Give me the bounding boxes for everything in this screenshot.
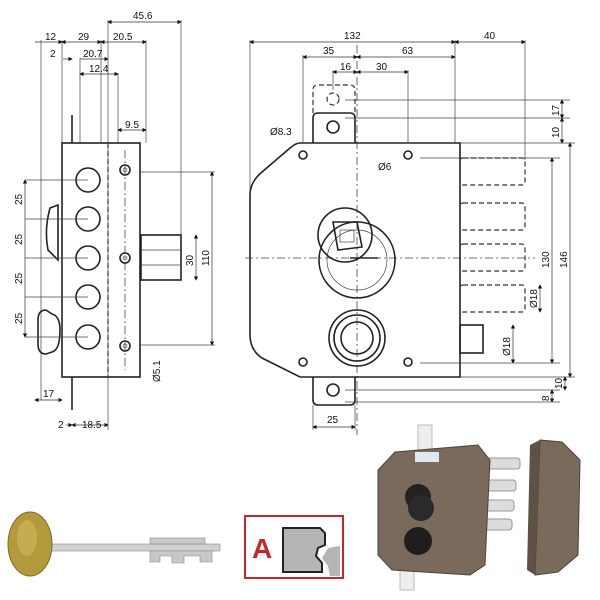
dim-label: 45.6 [133,11,153,22]
dim-label: 63 [402,46,414,57]
bottom-fixing-tab [312,377,356,406]
key-illustration [7,511,221,577]
dim-label: 12 [45,32,57,43]
cylinder-rose-side [45,203,59,262]
profile-letter: A [252,533,272,564]
dim-label: 10 [554,377,565,389]
dim-label: 35 [323,46,335,57]
dim-label: 10 [551,126,562,138]
dim-label: 12.4 [89,64,109,75]
front-view: 132 40 35 63 16 30 Ø8.3 Ø6 17 10 130 146… [245,31,575,435]
dim-label: 30 [185,254,196,266]
screws [119,164,131,352]
screw-holes [298,150,413,367]
knob-rose [328,309,386,367]
dim-label: 25 [14,193,25,205]
dim-label: 25 [14,233,25,245]
cylinder-rose [317,207,396,299]
dim-label: 16 [340,62,352,73]
dim-label: 20.5 [113,32,133,43]
dim-label: Ø8.3 [270,127,292,138]
lock-body-front [249,142,461,378]
dim-label: 2 [58,420,64,431]
dim-label: 9.5 [125,120,139,131]
dim-label: 25 [14,312,25,324]
throw-bolt [140,234,182,281]
dim-label: 25 [14,272,25,284]
dim-label: Ø18 [529,289,540,308]
bolt-holes [75,167,101,350]
dim-label: Ø6 [378,162,392,173]
dim-label: Ø18 [502,337,513,356]
knob-side [37,309,61,355]
dim-label: 17 [551,104,562,116]
dim-label: 8 [541,395,552,401]
dim-label: 40 [484,31,496,42]
top-fixing-tab [312,112,356,143]
dim-label: 110 [201,250,212,266]
dim-label: 146 [559,251,570,268]
dim-label: 30 [376,62,388,73]
dim-label: 25 [327,415,339,426]
dim-label: Ø5.1 [152,360,163,382]
side-view: 45.6 12 29 20.5 2 20.7 12.4 9.5 25 25 25… [14,11,215,431]
profile-badge: A [244,515,344,579]
dim-label: 2 [50,49,56,60]
dead-bolts [459,157,526,354]
lock-photo [377,424,581,591]
dim-label: 130 [541,251,552,268]
dim-label: 18.5 [82,420,102,431]
dim-label: 20.7 [83,49,103,60]
dim-label: 132 [344,31,361,42]
lock-body-side [61,142,141,378]
dim-label: 29 [78,32,90,43]
dim-label: 17 [43,389,55,400]
